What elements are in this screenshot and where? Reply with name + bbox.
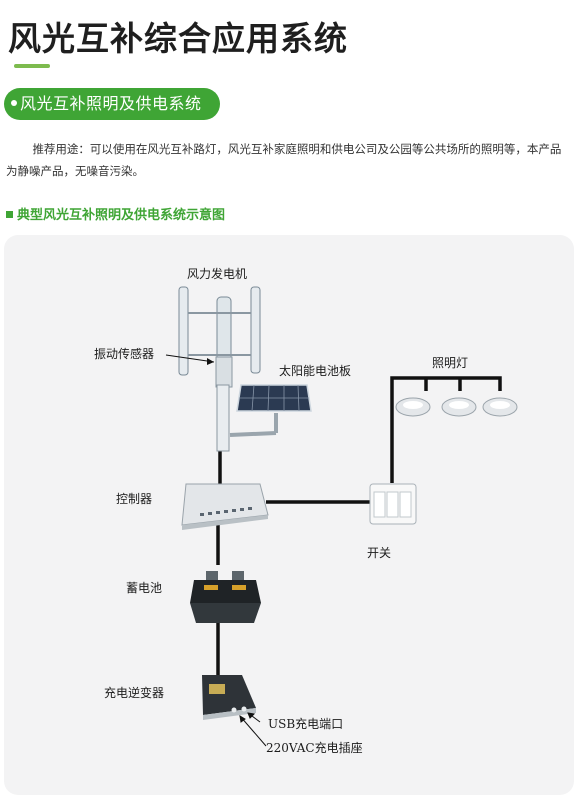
title-underline xyxy=(14,64,50,68)
wind-turbine xyxy=(178,286,261,452)
label-usb-port: USB充电端口 xyxy=(268,717,344,731)
label-battery: 蓄电池 xyxy=(126,581,163,595)
lamp-3 xyxy=(482,397,518,417)
section-bullet-icon xyxy=(6,211,13,218)
wiring xyxy=(216,376,502,675)
label-vibration-sensor: 振动传感器 xyxy=(94,347,155,361)
charge-inverter xyxy=(202,675,256,720)
inverter-pointers xyxy=(239,712,267,747)
page-title: 风光互补综合应用系统 xyxy=(8,19,348,58)
system-diagram: 风力发电机 振动传感器 太阳能电池板 照明灯 控制器 开关 蓄电池 充电逆变器 … xyxy=(4,235,574,795)
section-title-text: 典型风光互补照明及供电系统示意图 xyxy=(17,208,226,223)
label-inverter: 充电逆变器 xyxy=(104,686,165,700)
label-wind-turbine: 风力发电机 xyxy=(187,267,248,281)
sensor-pointer xyxy=(165,354,215,365)
pill-dot xyxy=(11,100,17,106)
lamp-2 xyxy=(441,397,477,417)
section-title: 典型风光互补照明及供电系统示意图 xyxy=(6,204,225,223)
subtitle-text: 风光互补照明及供电系统 xyxy=(20,94,202,113)
label-lighting: 照明灯 xyxy=(432,356,469,370)
light-switch xyxy=(369,483,417,525)
label-controller: 控制器 xyxy=(116,492,153,506)
battery xyxy=(190,571,261,623)
controller-box xyxy=(181,483,269,530)
label-switch: 开关 xyxy=(367,546,392,560)
diagram-graphics xyxy=(165,286,518,747)
lighting-lamps xyxy=(395,397,518,417)
solar-panel xyxy=(229,384,312,437)
label-solar-panel: 太阳能电池板 xyxy=(279,364,352,378)
lamp-1 xyxy=(395,397,431,417)
label-ac-socket: 220VAC充电插座 xyxy=(266,741,363,755)
usage-description: 推荐用途：可以使用在风光互补路灯，风光互补家庭照明和供电公司及公园等公共场所的照… xyxy=(6,142,562,178)
subtitle-pill: 风光互补照明及供电系统 xyxy=(4,88,220,120)
